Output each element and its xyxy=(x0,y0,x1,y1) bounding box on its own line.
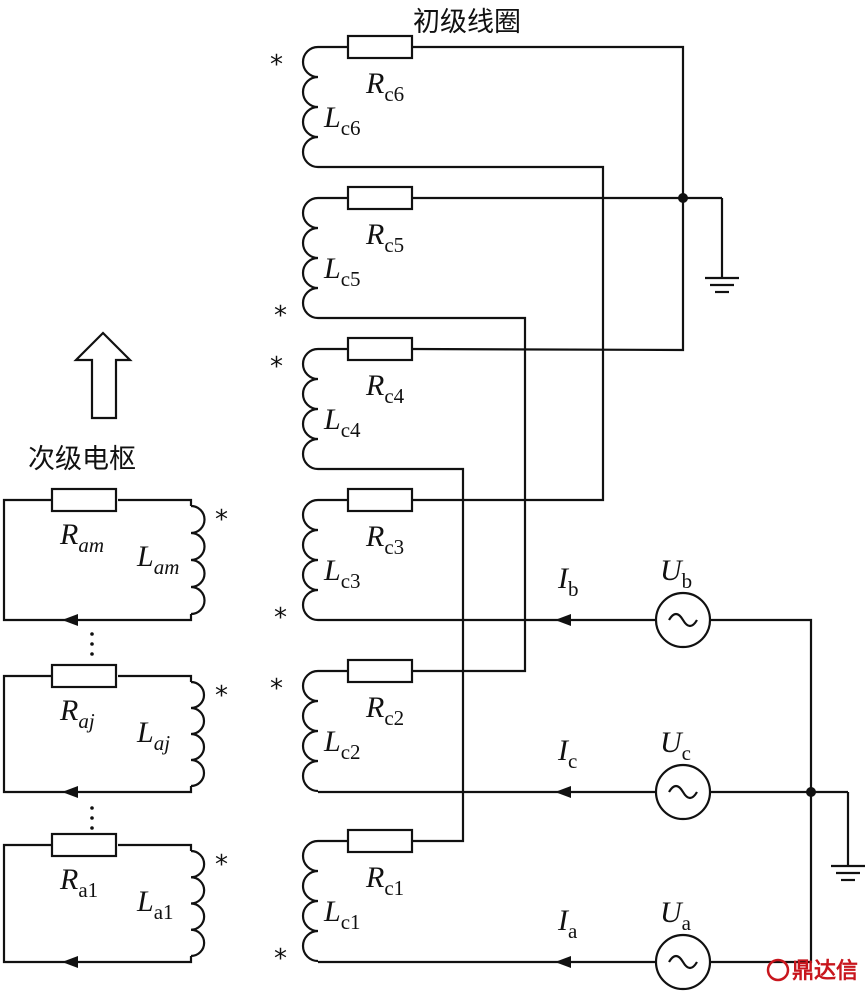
inductor-label: Lc6 xyxy=(323,101,361,140)
polarity-mark: * xyxy=(274,301,287,331)
polarity-mark: * xyxy=(215,681,228,711)
ground-icon xyxy=(831,792,865,882)
wire xyxy=(118,674,193,682)
resistor-label: Rc2 xyxy=(365,691,404,730)
primary-coil-3 xyxy=(301,498,319,622)
resistor-label: Rc5 xyxy=(365,218,404,257)
secondary-coil xyxy=(190,849,206,958)
wire xyxy=(318,165,605,502)
wire xyxy=(318,467,465,843)
ellipsis-dots xyxy=(90,632,94,830)
inductor-label: Lc1 xyxy=(323,895,361,934)
resistor-label: Rc3 xyxy=(365,520,404,559)
wiring xyxy=(2,45,848,968)
inductor-label: Lc2 xyxy=(323,725,361,764)
primary-coil-5 xyxy=(301,196,319,320)
wire xyxy=(2,843,193,964)
inductor-label: Laj xyxy=(136,716,170,755)
primary-coil-4 xyxy=(301,347,319,471)
primary-coil-title: 初级线圈 xyxy=(413,7,521,38)
polarity-mark: * xyxy=(270,50,283,80)
logo-icon xyxy=(766,958,790,982)
resistor-symbols xyxy=(50,34,414,858)
current-label: Ia xyxy=(557,904,578,943)
voltage-sources xyxy=(654,591,712,991)
primary-coil-6 xyxy=(301,45,319,169)
resistor-label: Raj xyxy=(59,694,95,733)
inductor-label: La1 xyxy=(136,885,174,924)
polarity-mark: * xyxy=(274,603,287,633)
ground-icon xyxy=(705,198,739,294)
motion-arrow-up-icon xyxy=(73,331,133,420)
wire xyxy=(2,674,193,794)
current-label: Ic xyxy=(557,734,577,773)
sine-icon xyxy=(668,954,698,970)
secondary-resistor xyxy=(50,487,118,513)
inductor-label: Lam xyxy=(136,540,179,579)
polarity-mark: * xyxy=(215,505,228,535)
current-arrow xyxy=(62,614,78,626)
voltage-label: Ua xyxy=(660,896,692,935)
inductor-label: Lc5 xyxy=(323,252,361,291)
junction-dot xyxy=(806,787,816,797)
secondary-resistor xyxy=(50,832,118,858)
primary-coil-1 xyxy=(301,839,319,963)
secondary-armature-title: 次级电枢 xyxy=(28,444,136,475)
current-arrow xyxy=(555,956,571,968)
polarity-mark: * xyxy=(270,352,283,382)
current-arrow xyxy=(555,614,571,626)
secondary-coil xyxy=(190,504,206,616)
watermark-text: 鼎达信 xyxy=(792,958,858,984)
wire xyxy=(2,498,193,622)
wire xyxy=(118,843,193,851)
current-arrow xyxy=(62,786,78,798)
current-arrow xyxy=(62,956,78,968)
secondary-coil xyxy=(190,680,206,788)
primary-resistor-5 xyxy=(346,185,414,211)
voltage-label: Ub xyxy=(660,554,692,593)
polarity-mark: * xyxy=(215,850,228,880)
primary-resistor-1 xyxy=(346,828,414,854)
resistor-label: Rc6 xyxy=(365,67,404,106)
inductor-label: Lc3 xyxy=(323,554,361,593)
resistor-label: Rc1 xyxy=(365,861,404,900)
primary-resistor-3 xyxy=(346,487,414,513)
primary-resistor-4 xyxy=(346,336,414,362)
secondary-resistor xyxy=(50,663,118,689)
polarity-mark: * xyxy=(274,944,287,974)
primary-resistor-6 xyxy=(346,34,414,60)
primary-resistor-2 xyxy=(346,658,414,684)
current-label: Ib xyxy=(557,562,579,601)
coil-symbols xyxy=(190,45,319,963)
wire xyxy=(118,498,193,506)
sine-icon xyxy=(668,612,698,628)
resistor-label: Ram xyxy=(59,518,104,557)
resistor-label: Ra1 xyxy=(59,863,98,902)
current-arrow xyxy=(555,786,571,798)
primary-coil-2 xyxy=(301,669,319,793)
polarity-mark: * xyxy=(270,674,283,704)
sine-icon xyxy=(668,784,698,800)
inductor-label: Lc4 xyxy=(323,403,361,442)
wire xyxy=(318,316,527,673)
junction-dot xyxy=(678,193,688,203)
voltage-label: Uc xyxy=(660,726,691,765)
watermark: 鼎达信 xyxy=(766,958,858,984)
resistor-label: Rc4 xyxy=(365,369,405,408)
